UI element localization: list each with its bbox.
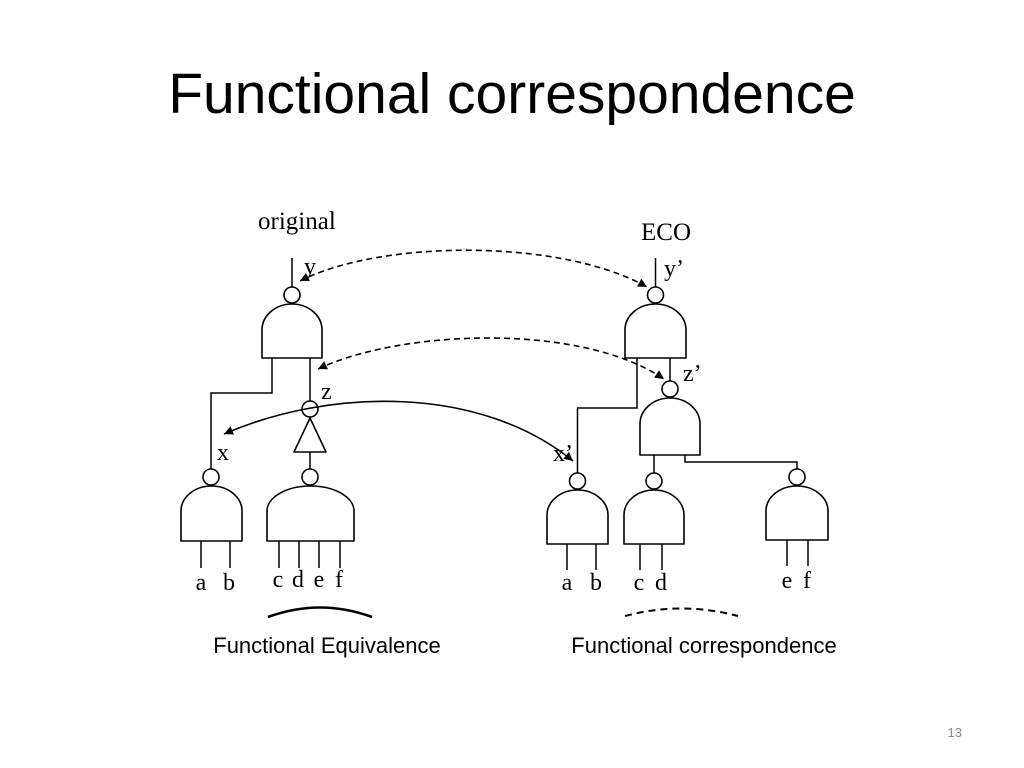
eco-heading: ECO (641, 219, 691, 246)
eco-circuit: ECO y’ z’ x’ a (546, 219, 829, 617)
caption-functional-correspondence: Functional correspondence (571, 633, 837, 658)
original-heading: original (258, 208, 336, 235)
original-inversion-bubble-y (283, 286, 301, 304)
slide-title: Functional correspondence (168, 62, 856, 126)
original-inversion-bubble-x (202, 468, 220, 486)
original-gate-ab (180, 485, 243, 542)
original-signal-label-x: x (217, 440, 229, 466)
page-number: 13 (947, 725, 962, 740)
eco-input-label-e: e (782, 568, 793, 594)
eco-inversion-bubble-x (568, 472, 587, 490)
eco-inversion-bubble-z (661, 380, 679, 398)
correspondence-arrows (223, 249, 665, 462)
original-gate-y (261, 303, 323, 359)
eco-input-label-a: a (562, 570, 573, 596)
original-input-label-c: c (273, 567, 284, 593)
eco-input-label-d: d (655, 570, 667, 596)
eco-wire-z-to-ef (684, 455, 798, 469)
original-input-label-e: e (314, 567, 325, 593)
eco-signal-label-y: y’ (664, 256, 684, 282)
eco-wire-y-to-x (576, 358, 638, 473)
original-input-label-d: d (292, 567, 304, 593)
eco-gate-ab (546, 489, 609, 545)
original-gate-cdef (266, 485, 355, 542)
correspondence-arrow-z (317, 337, 665, 380)
eco-input-label-b: b (590, 570, 602, 596)
original-input-label-a: a (196, 570, 207, 596)
eco-gate-ef (765, 485, 829, 541)
eco-gate-y (624, 303, 687, 359)
original-input-label-b: b (223, 570, 235, 596)
eco-input-label-c: c (634, 570, 645, 596)
eco-inversion-bubble-cd (645, 472, 663, 490)
eco-bottom-arc (624, 607, 739, 617)
caption-functional-equivalence: Functional Equivalence (213, 633, 441, 658)
eco-signal-label-z: z’ (683, 361, 702, 387)
original-signal-label-z: z (321, 379, 332, 405)
original-input-label-f: f (335, 567, 343, 593)
original-wire-y-to-x (210, 358, 273, 469)
eco-gate-cd (623, 489, 685, 545)
original-bottom-arc (267, 606, 373, 619)
eco-input-label-f: f (803, 568, 811, 594)
original-inversion-bubble-cdef (301, 468, 319, 486)
correspondence-arrow-x (223, 400, 574, 462)
eco-inversion-bubble-y (646, 286, 665, 304)
eco-inversion-bubble-ef (788, 468, 806, 486)
eco-gate-z (639, 397, 701, 456)
original-circuit: original y z x a b c d (180, 208, 373, 619)
correspondence-arrow-y (299, 249, 648, 288)
original-buffer-z (293, 417, 327, 453)
